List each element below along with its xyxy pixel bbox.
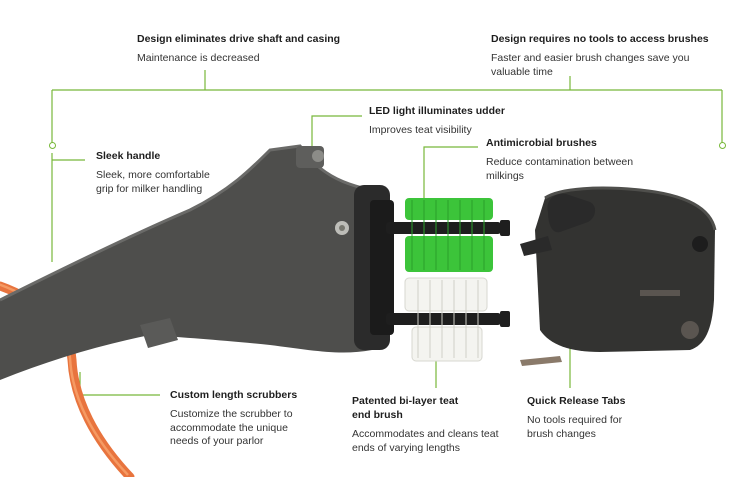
callout-drive-shaft: Design eliminates drive shaft and casing… bbox=[137, 32, 367, 66]
callout-desc: Accommodates and cleans teat ends of var… bbox=[352, 428, 499, 454]
callout-title: Sleek handle bbox=[96, 150, 161, 162]
bracket-dot-left bbox=[48, 142, 56, 149]
callout-desc: Customize the scrubber to accommodate th… bbox=[170, 408, 293, 447]
callout-quick-release: Quick Release Tabs No tools required for… bbox=[527, 394, 657, 441]
callout-antimicrobial: Antimicrobial brushes Reduce contaminati… bbox=[486, 136, 646, 183]
callout-desc: Maintenance is decreased bbox=[137, 52, 260, 64]
callout-title: Design eliminates drive shaft and casing bbox=[137, 33, 341, 45]
callout-title: LED light illuminates udder bbox=[369, 105, 505, 117]
callout-title: Patented bi-layer teat end brush bbox=[352, 395, 459, 421]
callout-desc: Reduce contamination between milkings bbox=[486, 156, 634, 182]
callout-desc: Sleek, more comfortable grip for milker … bbox=[96, 169, 210, 195]
callout-title: Design requires no tools to access brush… bbox=[491, 33, 709, 45]
callout-no-tools: Design requires no tools to access brush… bbox=[491, 32, 726, 79]
callout-title: Antimicrobial brushes bbox=[486, 137, 597, 149]
callout-led: LED light illuminates udder Improves tea… bbox=[369, 104, 529, 138]
green-brush bbox=[405, 198, 493, 272]
callout-title: Quick Release Tabs bbox=[527, 395, 626, 407]
callout-title: Custom length scrubbers bbox=[170, 389, 298, 401]
callout-desc: Improves teat visibility bbox=[369, 124, 472, 136]
bracket-dot-right bbox=[718, 142, 726, 149]
callout-desc: Faster and easier brush changes save you… bbox=[491, 52, 690, 78]
callout-sleek-handle: Sleek handle Sleek, more comfortable gri… bbox=[96, 149, 221, 196]
callout-custom-length: Custom length scrubbers Customize the sc… bbox=[170, 388, 298, 449]
callout-bilayer-brush: Patented bi-layer teat end brush Accommo… bbox=[352, 394, 502, 455]
callout-desc: No tools required for brush changes bbox=[527, 414, 623, 440]
